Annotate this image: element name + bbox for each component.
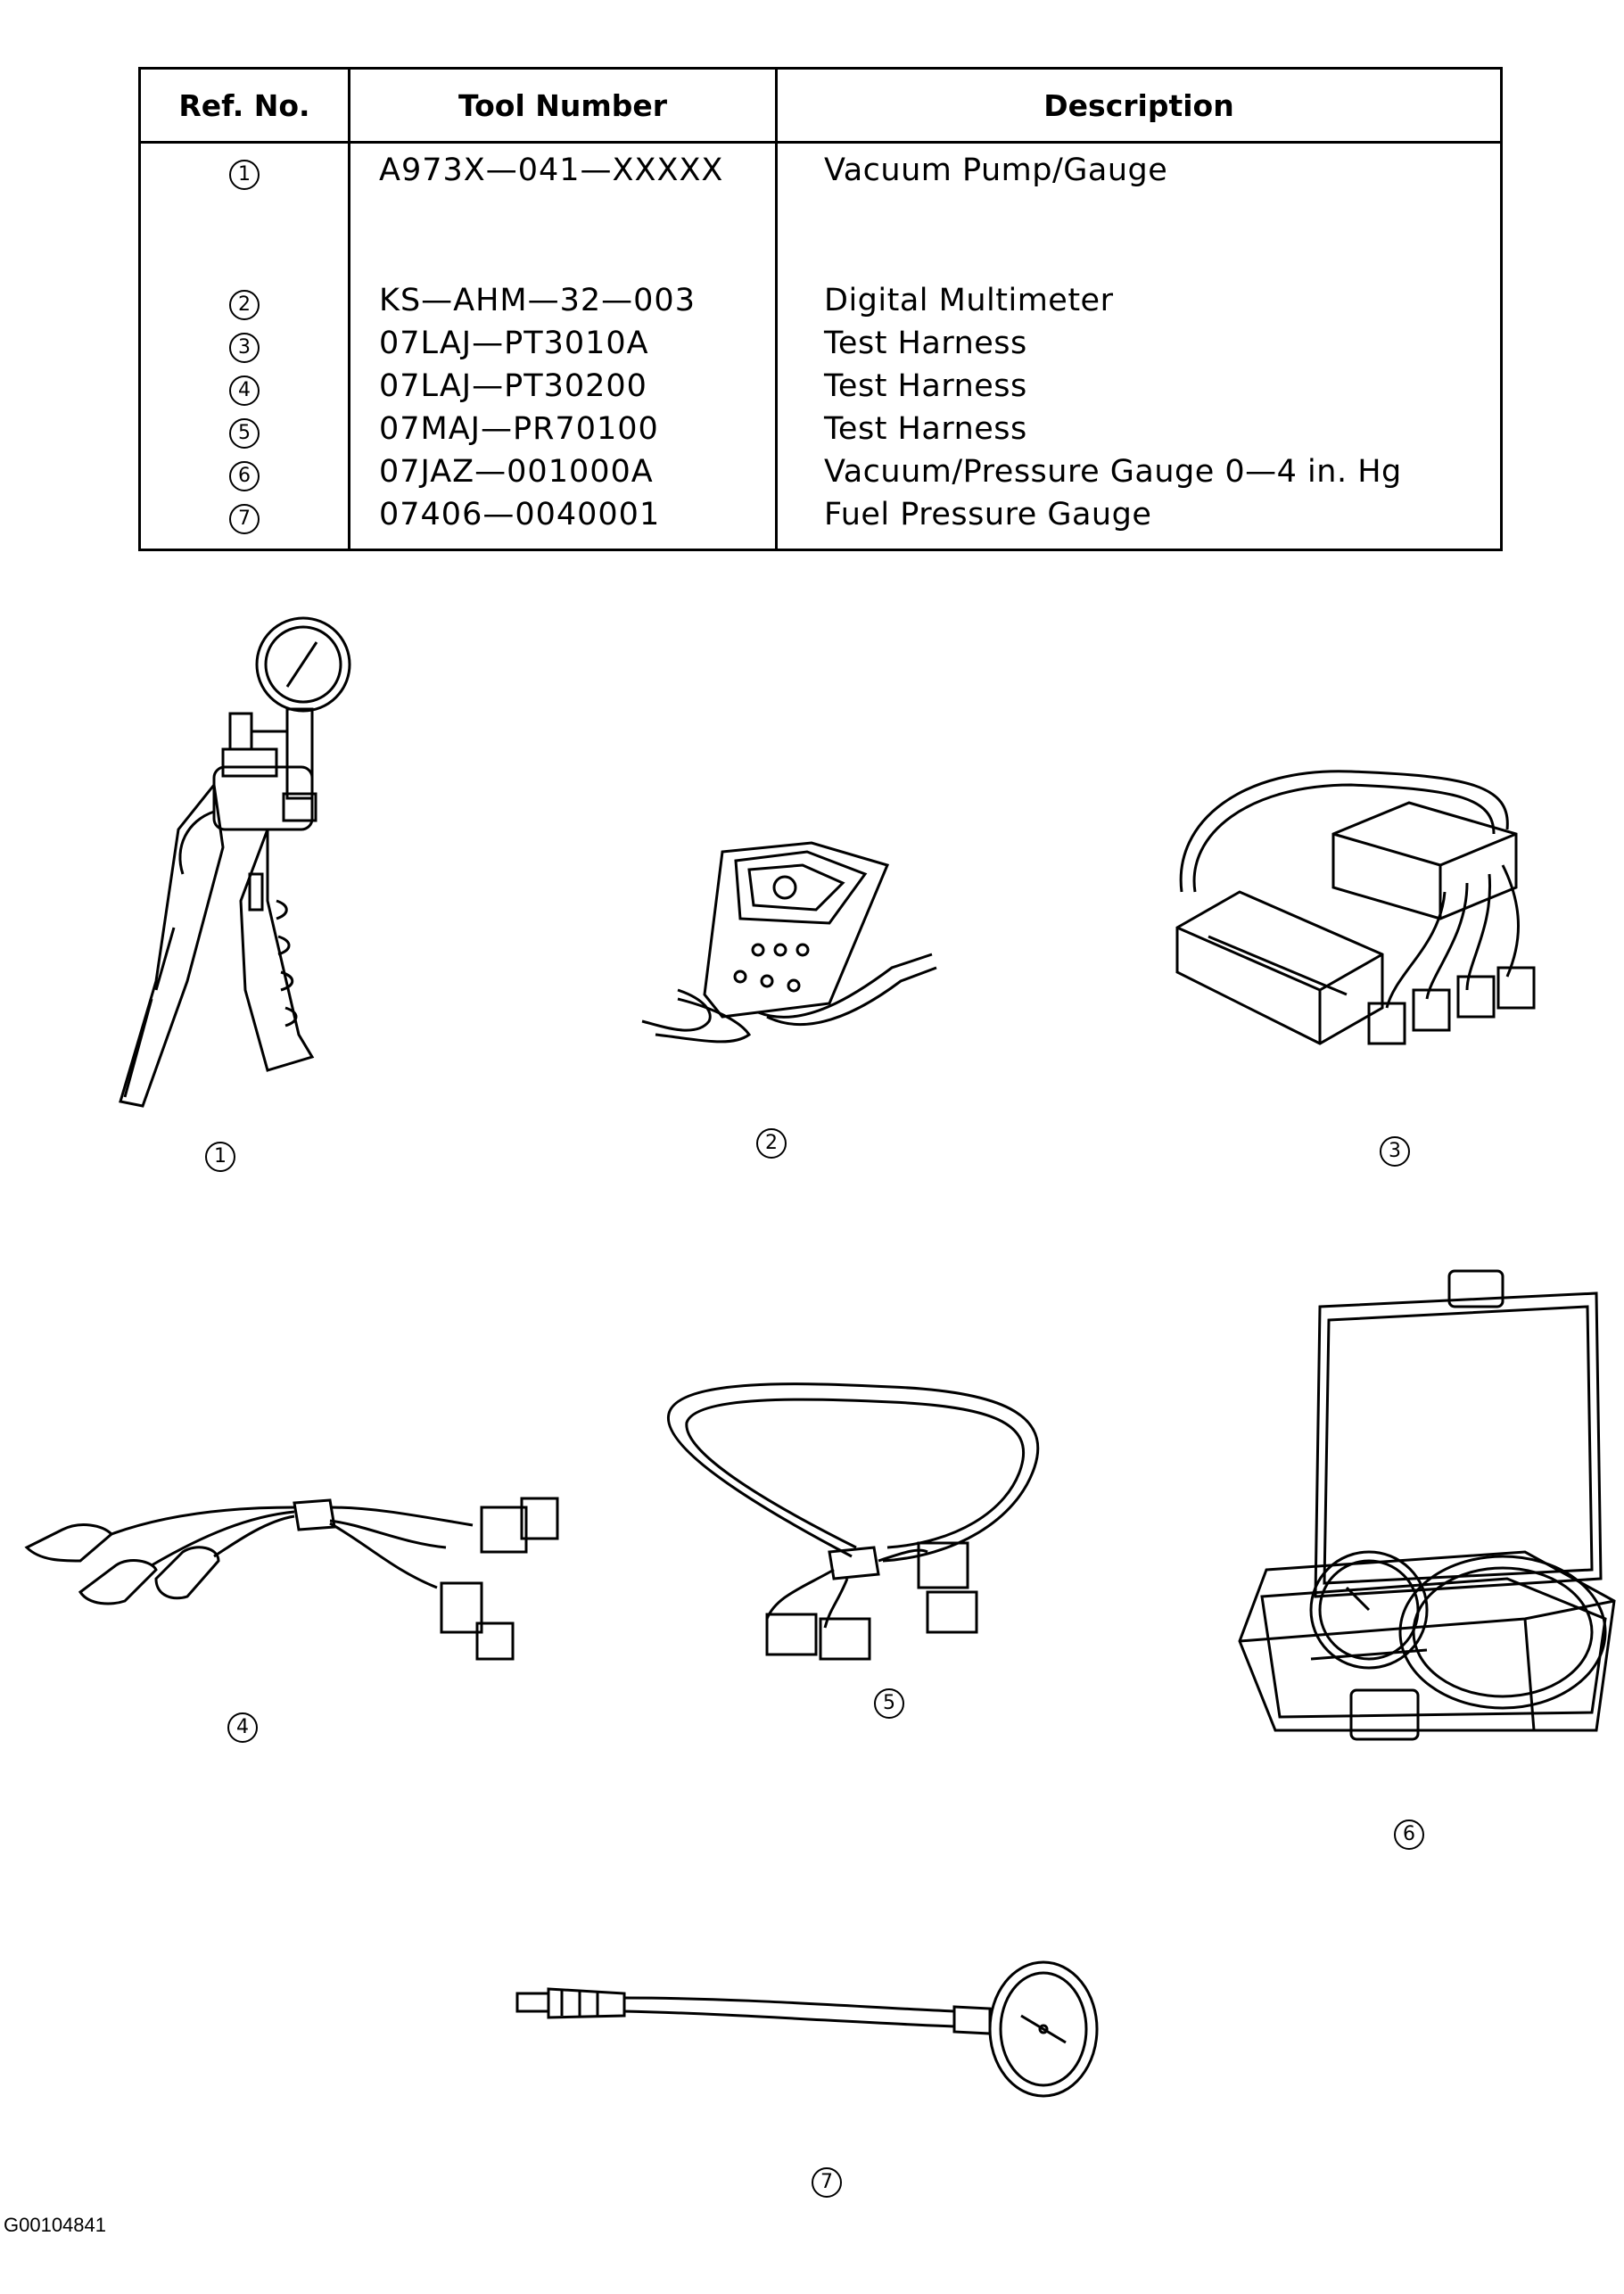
tool-description: Fuel Pressure Gauge [775,497,1503,550]
tool-number: KS—AHM—32—003 [348,283,778,326]
ref-number: 7 [229,504,260,534]
tool-description: Test Harness [775,368,1503,411]
tool-description: Vacuum Pump/Gauge [775,142,1503,283]
table-row: 6 07JAZ—001000A Vacuum/Pressure Gauge 0—… [138,454,1503,497]
tool-description: Test Harness [775,411,1503,454]
ref-number: 2 [229,290,260,320]
tool-number: 07LAJ—PT3010A [348,326,778,368]
connector-harness-illustration: 5 [660,1378,1052,1719]
figure-label: 1 [205,1142,235,1172]
header-description: Description [775,67,1503,144]
figure-label: 7 [812,2167,842,2198]
table-header-row: Ref. No. Tool Number Description [138,67,1503,144]
tool-description: Vacuum/Pressure Gauge 0—4 in. Hg [775,454,1503,497]
figure-label: 2 [756,1128,787,1159]
alligator-clip-harness-illustration: 4 [24,1418,580,1743]
tool-number: A973X—041—XXXXX [348,142,778,283]
table-row: 1 A973X—041—XXXXX Vacuum Pump/Gauge [138,142,1503,283]
table-row: 4 07LAJ—PT30200 Test Harness [138,368,1503,411]
figure-label: 3 [1380,1136,1410,1167]
figure-label: 5 [874,1688,904,1719]
test-harness-box-illustration: 3 [1173,749,1574,1167]
figure-label: 4 [227,1712,258,1743]
ref-number: 3 [229,333,260,363]
tool-number: 07LAJ—PT30200 [348,368,778,411]
tool-description: Digital Multimeter [775,283,1503,326]
vacuum-pump-illustration: 1 [89,607,375,1172]
gauge-case-illustration: 6 [1238,1267,1616,1850]
fuel-pressure-gauge-illustration: 7 [515,1944,1099,2198]
table-row: 2 KS—AHM—32—003 Digital Multimeter [138,283,1503,326]
ref-number: 4 [229,375,260,406]
header-ref-no: Ref. No. [138,67,350,144]
tool-number: 07406—0040001 [348,497,778,550]
figure-label: 6 [1394,1820,1424,1850]
ref-number: 6 [229,461,260,491]
header-tool-number: Tool Number [348,67,778,144]
tool-number: 07MAJ—PR70100 [348,411,778,454]
ref-number: 1 [229,160,260,190]
tool-description: Test Harness [775,326,1503,368]
multimeter-illustration: 2 [624,834,945,1159]
special-tools-table: Ref. No. Tool Number Description 1 A973X… [138,67,1503,551]
table-row: 7 07406—0040001 Fuel Pressure Gauge [138,497,1503,550]
table-row: 5 07MAJ—PR70100 Test Harness [138,411,1503,454]
tool-number: 07JAZ—001000A [348,454,778,497]
document-code: G00104841 [4,2214,106,2236]
table-row: 3 07LAJ—PT3010A Test Harness [138,326,1503,368]
ref-number: 5 [229,418,260,449]
